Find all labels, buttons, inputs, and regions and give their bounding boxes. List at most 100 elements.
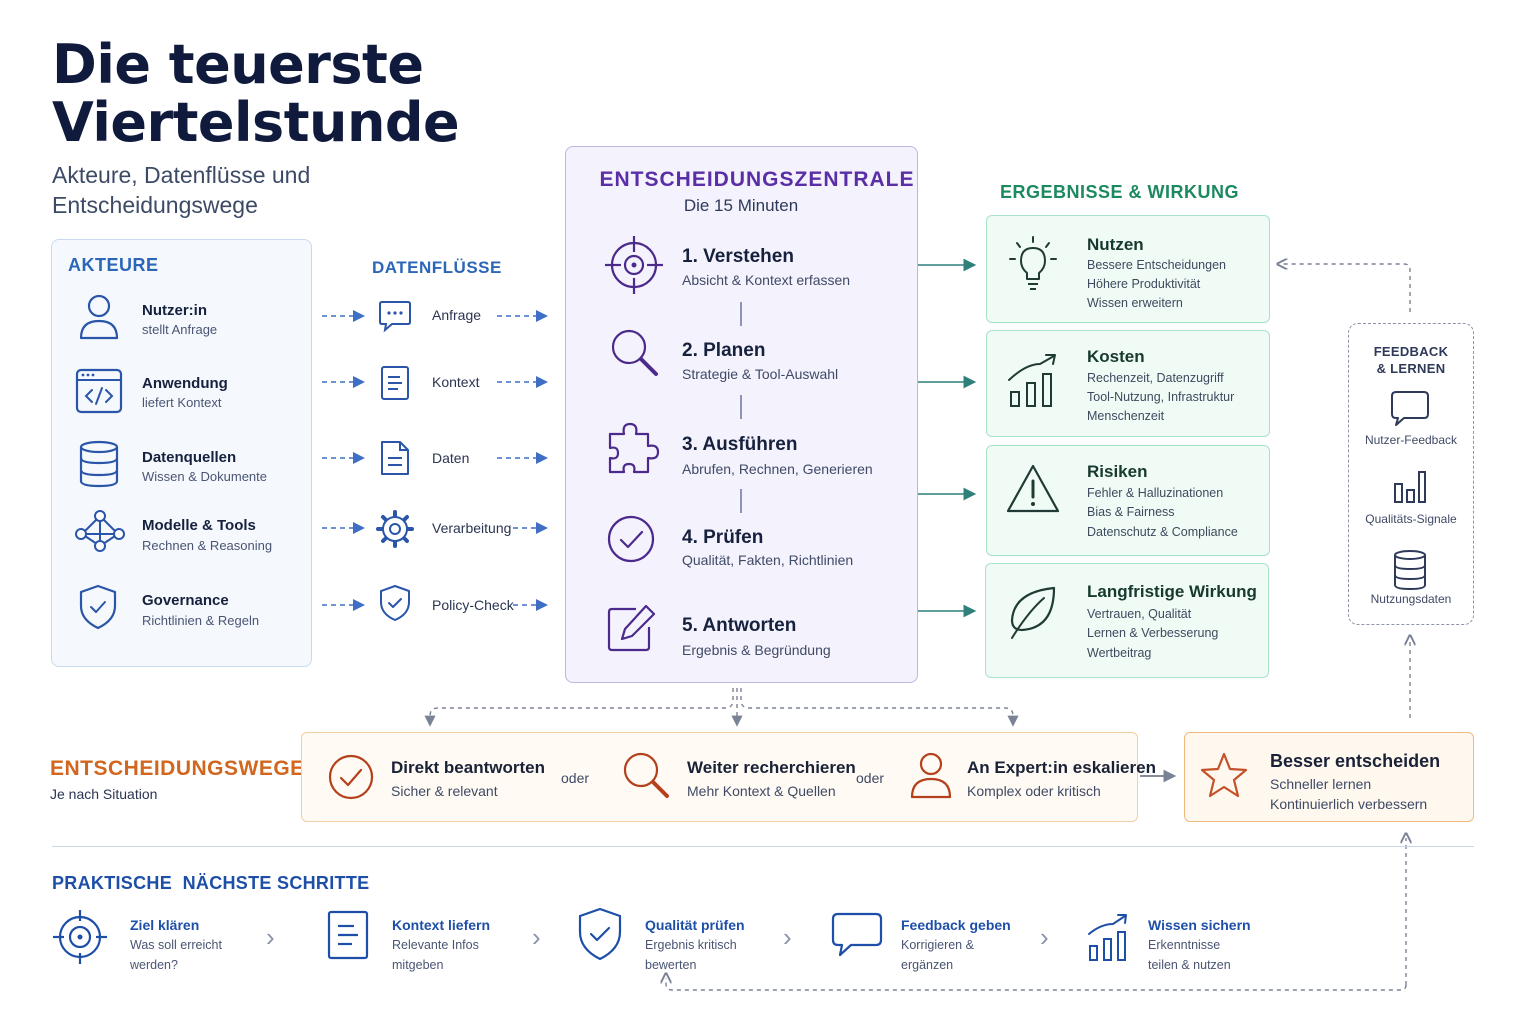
step-title: 3. Ausführen (682, 434, 798, 455)
step-desc: Abrufen, Rechnen, Generieren (682, 461, 873, 477)
akteure-panel (51, 239, 312, 667)
result-line: Lernen & Verbesserung (1087, 626, 1219, 640)
step-title: 4. Prüfen (682, 527, 764, 548)
weg-title: An Expert:in eskalieren (967, 758, 1156, 777)
bar-chart-icon (1394, 471, 1426, 503)
check-circle-icon (328, 754, 374, 800)
ergebnisse-heading: ERGEBNISSE & WIRKUNG (1000, 182, 1240, 202)
subtitle-line-2: Entscheidungswege (52, 192, 258, 218)
code-window-icon (75, 368, 123, 414)
actor-name: Modelle & Tools (142, 517, 256, 534)
result-line: Vertrauen, Qualität (1087, 607, 1192, 621)
flow-label: Daten (432, 450, 470, 466)
feedback-item-label: Qualitäts-Signale (1365, 512, 1457, 526)
ps-title: Ziel klären (130, 917, 200, 933)
ps-desc: Relevante Infos mitgeben (392, 935, 479, 975)
edit-icon (607, 604, 656, 652)
database-icon (1394, 550, 1426, 591)
result-line: Fehler & Halluzinationen (1087, 486, 1224, 500)
result-title: Kosten (1087, 347, 1145, 366)
title-line-2: Viertelstunde (52, 91, 460, 154)
title-line-1: Die teuerste (52, 33, 424, 96)
actor-name: Anwendung (142, 375, 228, 392)
chevron-right-icon: › (266, 922, 275, 952)
ps-title: Feedback geben (901, 917, 1011, 933)
ps-desc-line: Korrigieren & (901, 938, 974, 952)
chat-bubble-icon (1391, 391, 1429, 426)
page-title: Die teuerste Viertelstunde (52, 36, 532, 152)
flow-arrows-left (322, 310, 548, 611)
shield-check-icon (79, 584, 117, 630)
feedback-heading-line-1: FEEDBACK (1373, 344, 1449, 359)
step-desc: Ergebnis & Begründung (682, 642, 831, 658)
chevron-right-icon: › (1040, 922, 1049, 952)
zentrale-subheading: Die 15 Minuten (683, 196, 799, 215)
shield-check-icon (380, 585, 410, 621)
ps-desc: Korrigieren & ergänzen (901, 935, 974, 975)
result-line: Datenschutz & Compliance (1087, 525, 1238, 539)
step-desc: Absicht & Kontext erfassen (682, 272, 851, 288)
weg-desc: Sicher & relevant (391, 783, 498, 799)
check-circle-icon (607, 515, 655, 563)
ps-desc-line: werden? (130, 958, 178, 972)
magnifier-icon (611, 329, 658, 376)
result-line: Menschenzeit (1087, 409, 1165, 423)
result-line: Wertbeitrag (1087, 646, 1152, 660)
subtitle-line-1: Akteure, Datenflüsse und (52, 162, 311, 188)
ps-desc-line: mitgeben (392, 958, 444, 972)
crosshair-icon (605, 236, 663, 294)
datenfluesse-heading: DATENFLÜSSE (372, 258, 502, 277)
feedback-loop-arrows (666, 264, 1410, 991)
feedback-heading: FEEDBACK & LERNEN (1348, 343, 1474, 377)
actor-name: Governance (142, 592, 229, 609)
besser-title: Besser entscheiden (1270, 751, 1441, 771)
step-title: 1. Verstehen (682, 246, 794, 267)
ps-desc: Ergebnis kritisch bewerten (645, 935, 737, 975)
actor-name: Datenquellen (142, 449, 237, 466)
besser-entscheiden-panel (1184, 732, 1474, 822)
step-title: 2. Planen (682, 340, 766, 361)
ps-title: Kontext liefern (392, 917, 491, 933)
result-line: Bias & Fairness (1087, 505, 1175, 519)
flow-label: Verarbeitung (432, 520, 512, 536)
lightbulb-icon (1009, 236, 1057, 290)
wege-panel (301, 732, 1138, 822)
file-icon (381, 441, 409, 475)
actor-desc: Wissen & Dokumente (142, 469, 267, 484)
feedback-item-label: Nutzungsdaten (1370, 592, 1452, 606)
chart-up-icon (1088, 914, 1127, 961)
ps-desc: Erkenntnisse teilen & nutzen (1148, 935, 1231, 975)
result-card-nutzen (986, 215, 1270, 323)
document-icon (327, 910, 369, 960)
section-divider (52, 846, 1474, 847)
actor-desc: Richtlinien & Regeln (142, 613, 260, 628)
flow-label: Kontext (432, 374, 480, 390)
step-separator (740, 489, 742, 513)
result-title: Risiken (1087, 462, 1148, 481)
feedback-item-label: Nutzer-Feedback (1364, 433, 1458, 447)
weg-desc: Komplex oder kritisch (967, 783, 1101, 799)
result-card-risiken (986, 445, 1270, 556)
oder-label: oder (856, 770, 885, 786)
ps-desc-line: teilen & nutzen (1148, 958, 1231, 972)
ps-title: Wissen sichern (1148, 917, 1251, 933)
step-separator (740, 302, 742, 326)
besser-line: Kontinuierlich verbessern (1270, 796, 1428, 812)
database-icon (79, 440, 119, 488)
result-line: Rechenzeit, Datenzugriff (1087, 371, 1224, 385)
actor-name: Nutzer:in (142, 302, 207, 319)
chevron-right-icon: › (532, 922, 541, 952)
ps-desc: Was soll erreicht werden? (130, 935, 222, 975)
actor-desc: liefert Kontext (142, 395, 222, 410)
step-title: 5. Antworten (682, 615, 797, 636)
warning-icon (1006, 464, 1060, 513)
puzzle-icon (608, 422, 660, 474)
page-subtitle: Akteure, Datenflüsse und Entscheidungswe… (52, 160, 372, 220)
user-icon (910, 752, 952, 799)
user-icon (79, 294, 119, 340)
flow-label: Anfrage (432, 307, 482, 323)
result-arrows (918, 258, 977, 618)
zentrale-heading: ENTSCHEIDUNGSZENTRALE (599, 168, 915, 191)
weg-desc: Mehr Kontext & Quellen (687, 783, 836, 799)
